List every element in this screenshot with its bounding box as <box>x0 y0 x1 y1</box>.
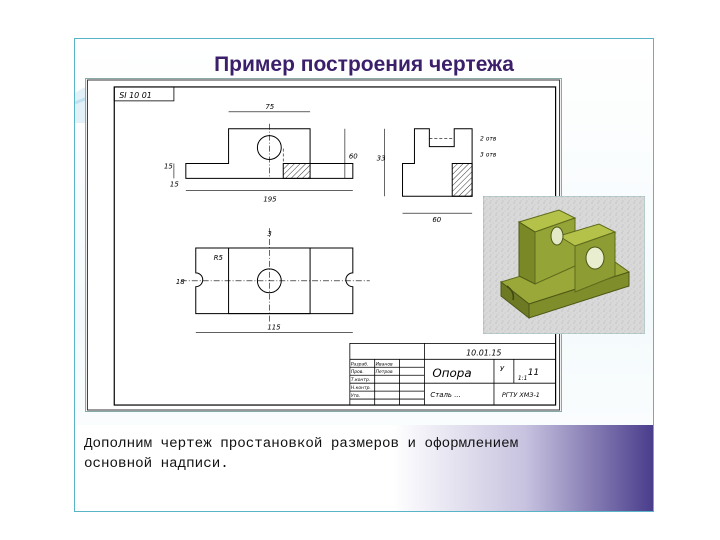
title-block-org: РГТУ ХМЗ-1 <box>502 391 540 399</box>
caption-line-1: Дополним чертеж простановкой размеров и … <box>84 436 519 452</box>
caption-line-2: основной надписи. <box>84 456 229 472</box>
title-block-row-label: Утв. <box>351 393 360 399</box>
title-block-material: Сталь ... <box>430 391 460 399</box>
front-dim-offset1: 15 <box>164 162 173 170</box>
title-block <box>349 343 556 406</box>
title-block-designation: 10.01.15 <box>466 348 501 357</box>
side-dim-slot1: 2 отв <box>480 136 497 143</box>
side-dim-slot2: 3 отв <box>480 152 497 159</box>
side-view <box>384 128 473 214</box>
title-block-row-label: Пров. <box>351 369 364 375</box>
top-dim-slot: R5 <box>214 254 224 262</box>
stamp-code: SI 10 01 <box>119 91 152 100</box>
front-view <box>173 111 354 191</box>
side-dim-height: 33 <box>377 155 386 163</box>
title-block-row-name: Петров <box>376 369 393 375</box>
title-block-letter: У <box>500 365 505 373</box>
side-dim-width: 60 <box>432 216 441 224</box>
caption-band <box>75 425 653 511</box>
front-dim-top-width: 75 <box>265 103 274 111</box>
title-block-row-name: Иванов <box>376 361 393 367</box>
title-block-part-name: Опора <box>432 366 471 380</box>
title-block-row-label: Н.контр. <box>351 385 371 391</box>
title-block-scale: 1:1 <box>518 375 528 382</box>
part-3d-render <box>483 196 645 334</box>
front-dim-total-width: 195 <box>263 195 277 203</box>
slide-title: Пример построения чертежа <box>214 53 514 76</box>
top-dim-side: 18 <box>176 278 185 286</box>
title-block-row-label: Разраб. <box>351 361 369 367</box>
title-block-row-label: Т.контр. <box>351 377 370 383</box>
technical-drawing: SI 10 01 75 195 60 15 15 33 60 2 отв 3 о… <box>85 78 562 412</box>
top-dim-thickness: 3 <box>267 230 271 238</box>
top-dim-width: 115 <box>267 323 281 331</box>
front-dim-offset2: 15 <box>170 180 179 188</box>
slide-caption: Дополним чертеж простановкой размеров и … <box>84 434 644 474</box>
title-block-sheet: 11 <box>528 368 539 378</box>
front-dim-height: 60 <box>349 153 358 161</box>
top-view <box>180 228 370 333</box>
